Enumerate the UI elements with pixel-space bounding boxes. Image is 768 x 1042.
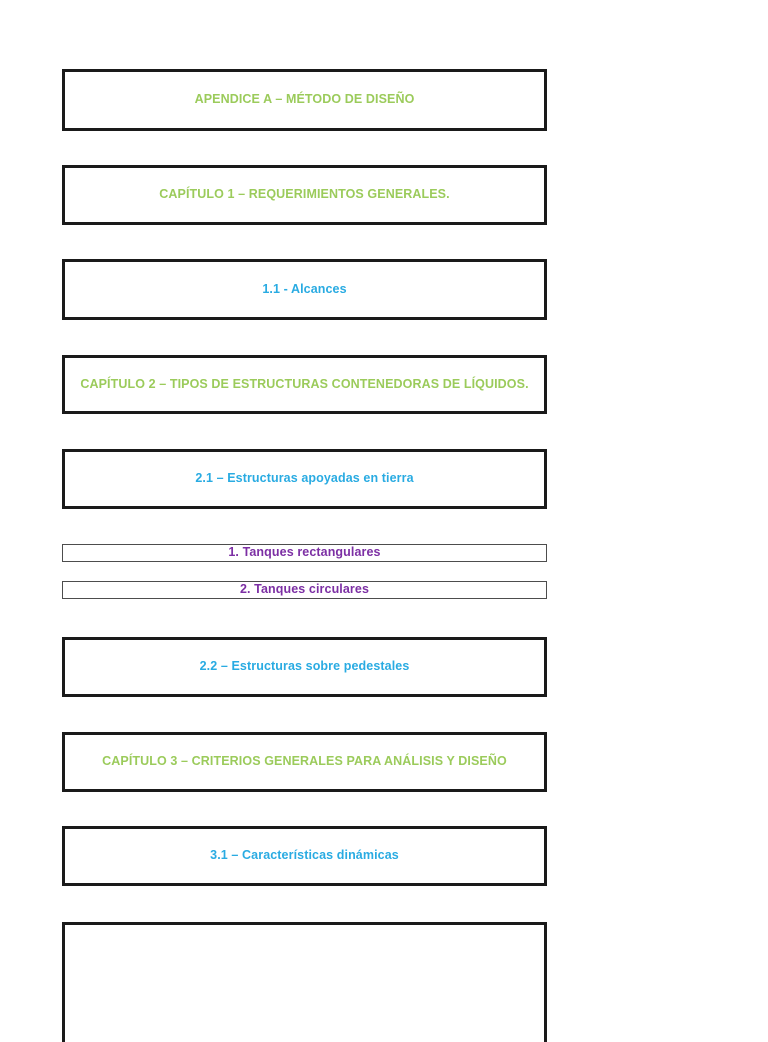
flow-box-label: 2. Tanques circulares [239, 582, 369, 597]
flow-box-item-tanques-rectangulares[interactable]: 1. Tanques rectangulares [62, 544, 547, 562]
flow-box-label: CAPÍTULO 1 – REQUERIMIENTOS GENERALES. [159, 187, 450, 202]
flow-box-apendice-a[interactable]: APENDICE A – MÉTODO DE DISEÑO [62, 69, 547, 131]
flow-box-seccion-1-1[interactable]: 1.1 - Alcances [62, 259, 547, 320]
flow-box-label: CAPÍTULO 2 – TIPOS DE ESTRUCTURAS CONTEN… [80, 376, 529, 391]
flow-box-label: 1. Tanques rectangulares [228, 545, 381, 560]
flow-box-capitulo-1[interactable]: CAPÍTULO 1 – REQUERIMIENTOS GENERALES. [62, 165, 547, 225]
flow-box-seccion-2-1[interactable]: 2.1 – Estructuras apoyadas en tierra [62, 449, 547, 509]
flow-box-capitulo-2[interactable]: CAPÍTULO 2 – TIPOS DE ESTRUCTURAS CONTEN… [62, 355, 547, 414]
flow-box-partial-next[interactable] [62, 922, 547, 1042]
flow-box-seccion-3-1[interactable]: 3.1 – Características dinámicas [62, 826, 547, 886]
flow-box-capitulo-3[interactable]: CAPÍTULO 3 – CRITERIOS GENERALES PARA AN… [62, 732, 547, 792]
flow-box-item-tanques-circulares[interactable]: 2. Tanques circulares [62, 581, 547, 599]
flow-box-label: 2.2 – Estructuras sobre pedestales [199, 659, 410, 674]
flow-box-label: APENDICE A – MÉTODO DE DISEÑO [194, 92, 415, 107]
flow-box-seccion-2-2[interactable]: 2.2 – Estructuras sobre pedestales [62, 637, 547, 697]
flow-box-label: 3.1 – Características dinámicas [210, 848, 399, 863]
flow-box-label: CAPÍTULO 3 – CRITERIOS GENERALES PARA AN… [102, 754, 507, 769]
flow-box-label: 1.1 - Alcances [262, 281, 347, 296]
flow-box-label: 2.1 – Estructuras apoyadas en tierra [195, 471, 414, 486]
